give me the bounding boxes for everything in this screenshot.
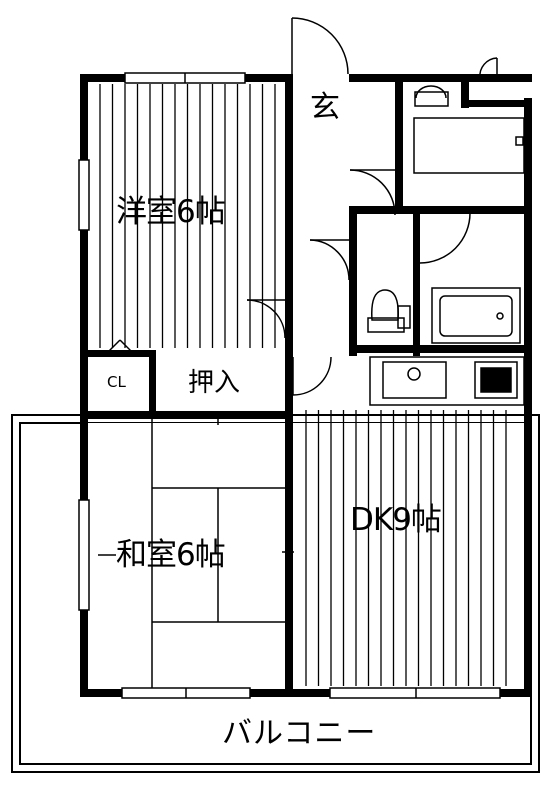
toilet-icon <box>371 289 399 321</box>
oshiire-label: 押入 <box>188 368 241 398</box>
closet-label: CL <box>107 373 126 391</box>
japanese-room-label: 和室6帖 <box>116 537 226 573</box>
washbasin-icon <box>413 117 525 174</box>
stove-icon <box>474 361 518 399</box>
sink-icon <box>382 361 447 399</box>
fixtures <box>367 117 525 406</box>
dk-floor <box>305 410 507 686</box>
western-room-label: 洋室6帖 <box>116 194 226 230</box>
entrance-label: 玄 <box>310 90 340 125</box>
dining-kitchen-label: DK9帖 <box>350 502 442 538</box>
balcony-mask <box>80 423 530 693</box>
bathtub-icon <box>431 287 521 344</box>
windows <box>78 72 501 699</box>
balcony-label: バルコニー <box>222 716 377 751</box>
kitchen-counter-icon <box>369 356 525 406</box>
western-room-floor <box>99 84 276 348</box>
doors <box>107 17 498 396</box>
